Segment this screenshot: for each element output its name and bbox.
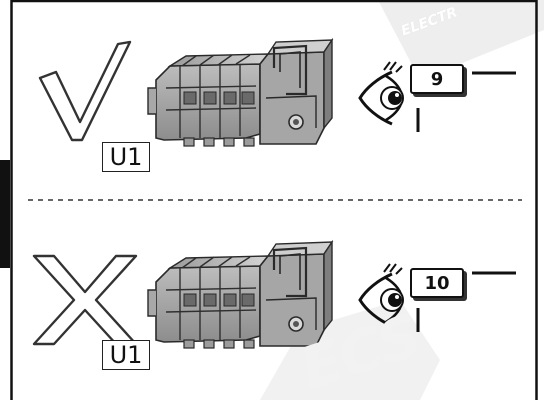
page-frame	[10, 0, 538, 404]
watermark-graphic	[260, 0, 544, 400]
side-tab-marker	[0, 160, 10, 268]
checkmark-icon	[38, 40, 132, 142]
connector-illustration-top	[146, 38, 334, 148]
connector-code-label-top: U1	[102, 142, 150, 172]
pin-leader-lines-top	[416, 71, 516, 132]
pin-number-badge-bottom: 10	[410, 268, 464, 298]
connector-illustration-bottom	[146, 240, 334, 350]
connector-code-label-bottom: U1	[102, 340, 150, 370]
pin-number-badge-top: 9	[410, 64, 464, 94]
eye-icon-top	[358, 60, 405, 126]
cross-icon	[32, 254, 138, 346]
pin-leader-lines-bottom	[416, 271, 516, 332]
